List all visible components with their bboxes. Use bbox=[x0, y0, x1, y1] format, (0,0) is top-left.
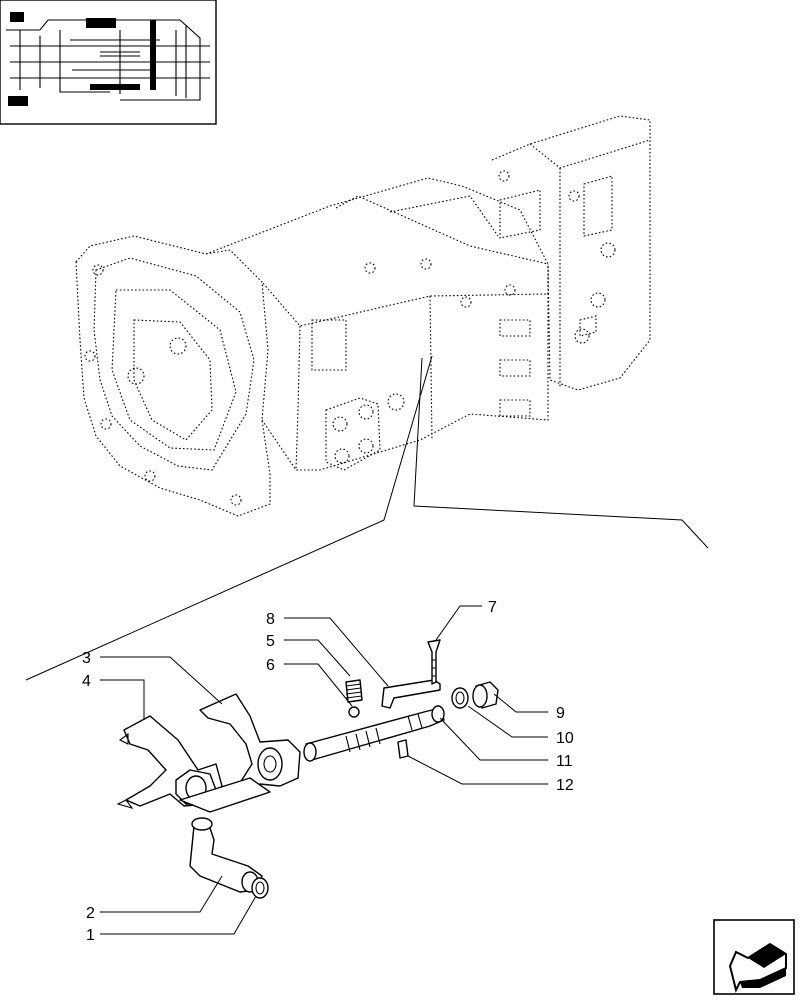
callout-11: 11 bbox=[556, 753, 573, 770]
callout-1: 1 bbox=[86, 927, 95, 944]
transmission-section-thumbnail bbox=[0, 0, 217, 125]
callout-3: 3 bbox=[82, 650, 91, 667]
leader-lines bbox=[100, 605, 548, 935]
callout-6: 6 bbox=[266, 657, 275, 674]
callout-9: 9 bbox=[556, 705, 565, 722]
shift-fork-assembly bbox=[116, 639, 499, 899]
transmission-housing-outline bbox=[75, 115, 651, 517]
callout-8: 8 bbox=[266, 611, 275, 628]
detail-callout-lines bbox=[25, 355, 709, 681]
callout-12: 12 bbox=[556, 777, 574, 794]
callout-4: 4 bbox=[82, 673, 91, 690]
callout-labels: 1 2 3 4 5 6 7 8 9 10 11 12 bbox=[82, 599, 574, 944]
prev-page-arrow-icon[interactable] bbox=[713, 919, 795, 995]
callout-10: 10 bbox=[556, 730, 574, 747]
callout-5: 5 bbox=[266, 633, 275, 650]
callout-2: 2 bbox=[86, 905, 95, 922]
callout-7: 7 bbox=[488, 599, 497, 616]
